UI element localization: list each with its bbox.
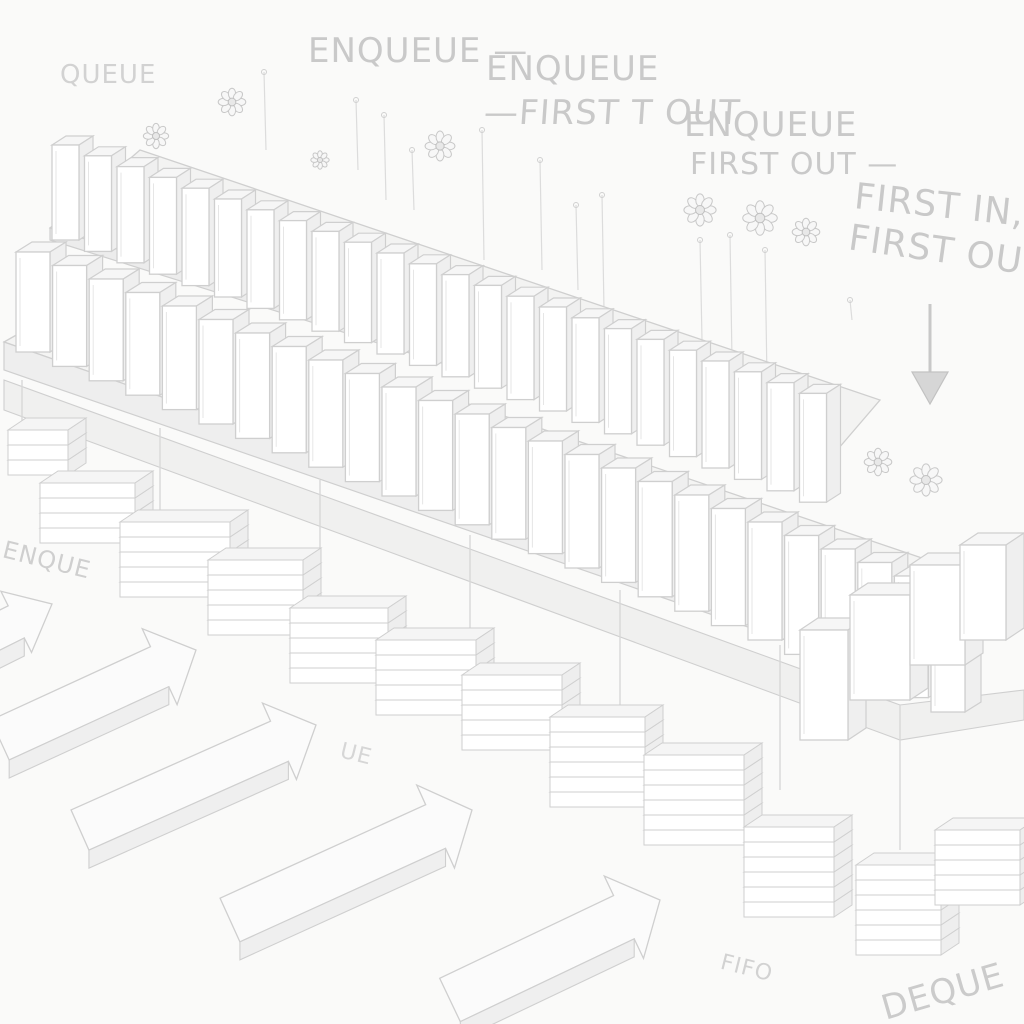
down-arrow-head: [912, 372, 948, 404]
stem: [850, 300, 852, 320]
back-block: [800, 384, 841, 502]
flower-icon: [425, 131, 455, 161]
flower-icon: [792, 218, 820, 246]
stem: [264, 72, 266, 150]
flower-icon: [684, 194, 716, 226]
flower-icon: [311, 151, 329, 169]
right-arrow-icon: [0, 591, 52, 674]
stem: [356, 100, 358, 170]
stem: [384, 115, 386, 200]
end-block: [960, 533, 1024, 640]
right-arrow-icon: [220, 785, 472, 960]
stem: [700, 240, 702, 340]
enqueue-label-3: ENQUEUE: [684, 108, 857, 142]
stem: [412, 150, 414, 210]
book-stack: [8, 418, 86, 475]
book-stack: [744, 815, 852, 917]
flower-icon: [218, 88, 246, 116]
stem: [765, 250, 767, 380]
stem: [730, 235, 732, 360]
flower-icon: [910, 464, 942, 496]
flower-icon: [143, 123, 168, 148]
stem: [482, 130, 484, 260]
right-arrow-icon: [440, 876, 660, 1024]
queue-label: QUEUE: [60, 62, 156, 88]
flower-icon: [743, 201, 778, 236]
book-stack: [935, 818, 1024, 905]
first-out-label: FIRST OUT —: [690, 150, 898, 180]
enqueue-label-2: ENQUEUE: [486, 52, 659, 86]
stem: [540, 160, 542, 270]
stem: [602, 195, 604, 310]
right-arrow-icon: [0, 629, 196, 778]
stem: [576, 205, 578, 290]
down-arrow-icon: [912, 304, 948, 404]
flower-icon: [864, 448, 892, 476]
